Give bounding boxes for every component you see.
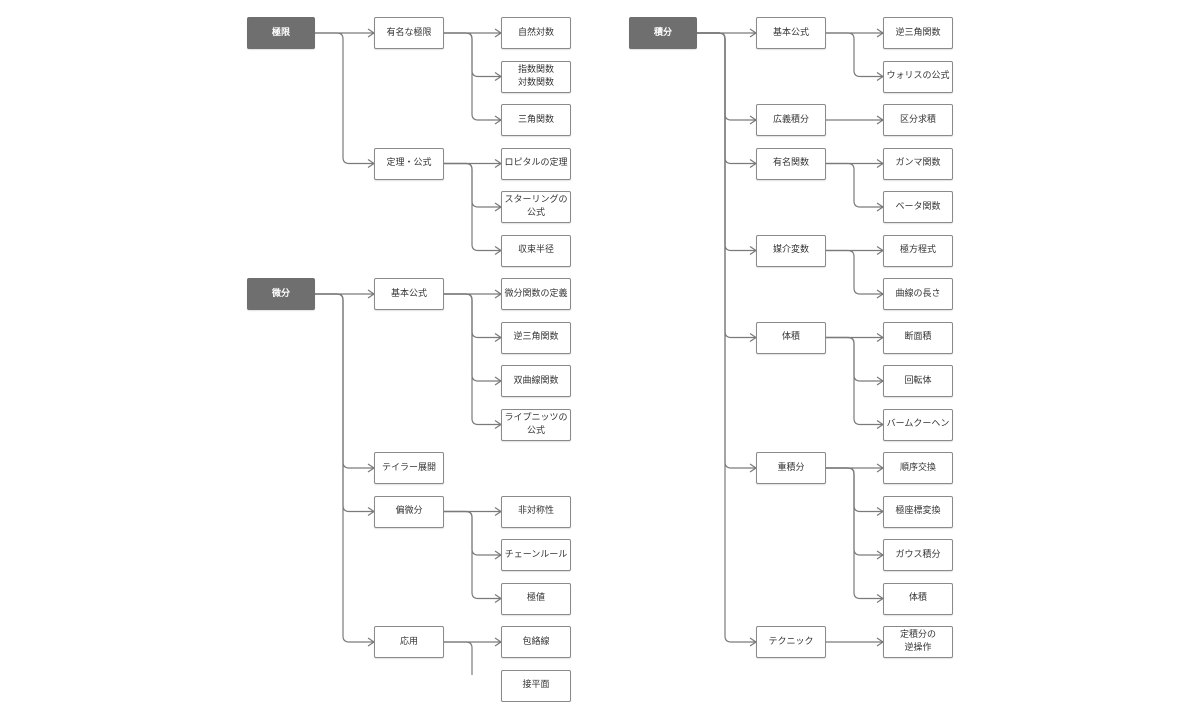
leaf-node: 極値: [501, 582, 571, 615]
leaf-node: 曲線の長さ: [883, 278, 953, 310]
connector-line: [826, 162, 883, 208]
connector-line: [315, 293, 374, 513]
connector-line: [444, 162, 501, 252]
connector-line: [826, 336, 883, 426]
root-node: 微分: [247, 278, 315, 310]
connector-line: [315, 32, 374, 165]
root-node: 積分: [629, 17, 697, 49]
branch-node: 応用: [374, 626, 444, 658]
connector-line: [826, 249, 883, 295]
leaf-node: 逆三角関数: [501, 321, 571, 354]
leaf-node: スターリングの 公式: [501, 191, 571, 223]
leaf-node: 指数関数 対数関数: [501, 60, 571, 93]
leaf-node: 三角関数: [501, 104, 571, 136]
branch-node: 偏微分: [374, 495, 444, 528]
connector-line: [315, 293, 374, 643]
branch-node: 体積: [756, 321, 826, 354]
branch-node: 広義積分: [756, 104, 826, 136]
branch-node: 媒介変数: [756, 234, 826, 267]
connector-line: [444, 32, 501, 121]
leaf-node: 回転体: [883, 365, 953, 397]
leaf-node: 逆三角関数: [883, 17, 953, 49]
connector-line: [826, 32, 883, 78]
leaf-node: 体積: [883, 582, 953, 615]
leaf-node: チェーンルール: [501, 539, 571, 571]
leaf-node: 包絡線: [501, 626, 571, 658]
leaf-node: 接平面: [501, 669, 571, 702]
leaf-node: 極座標変換: [883, 495, 953, 528]
leaf-node: 自然対数: [501, 17, 571, 49]
leaf-node: 極方程式: [883, 234, 953, 267]
connector-line: [697, 32, 756, 643]
root-node: 極限: [247, 17, 315, 49]
leaf-node: 断面積: [883, 321, 953, 354]
branch-node: 定理・公式: [374, 147, 444, 180]
connector-line: [315, 293, 374, 469]
leaf-node: ライプニッツの 公式: [501, 408, 571, 441]
leaf-node: 非対称性: [501, 495, 571, 528]
connector-line: [444, 510, 501, 600]
leaf-node: 順序交換: [883, 452, 953, 484]
leaf-node: ロピタルの定理: [501, 147, 571, 180]
leaf-node: 定積分の 逆操作: [883, 626, 953, 658]
leaf-node: バームクーヘン: [883, 408, 953, 441]
connector-line: [826, 467, 883, 600]
leaf-node: ウォリスの公式: [883, 60, 953, 93]
leaf-node: 収束半径: [501, 234, 571, 267]
connector-line: [697, 32, 756, 165]
branch-node: 基本公式: [374, 278, 444, 310]
branch-node: テイラー展開: [374, 452, 444, 484]
leaf-node: ガウス積分: [883, 539, 953, 571]
branch-node: テクニック: [756, 626, 826, 658]
branch-node: 重積分: [756, 452, 826, 484]
branch-node: 有名関数: [756, 147, 826, 180]
connector-line: [444, 293, 501, 426]
leaf-node: 微分関数の定義: [501, 278, 571, 310]
connector-line: [697, 32, 756, 252]
connector-line: [697, 32, 756, 339]
branch-node: 基本公式: [756, 17, 826, 49]
leaf-node: ガンマ関数: [883, 147, 953, 180]
connector-layer: [315, 28, 885, 675]
connector-line: [444, 641, 473, 675]
leaf-node: 双曲線関数: [501, 365, 571, 397]
connector-line: [697, 32, 756, 121]
leaf-node: ベータ関数: [883, 191, 953, 223]
leaf-node: 区分求積: [883, 104, 953, 136]
mind-map-canvas: 極限 有名な極限 自然対数指数関数 対数関数三角関数定理・公式 ロピタルの定理スターリ…: [247, 17, 953, 702]
branch-node: 有名な極限: [374, 17, 444, 49]
